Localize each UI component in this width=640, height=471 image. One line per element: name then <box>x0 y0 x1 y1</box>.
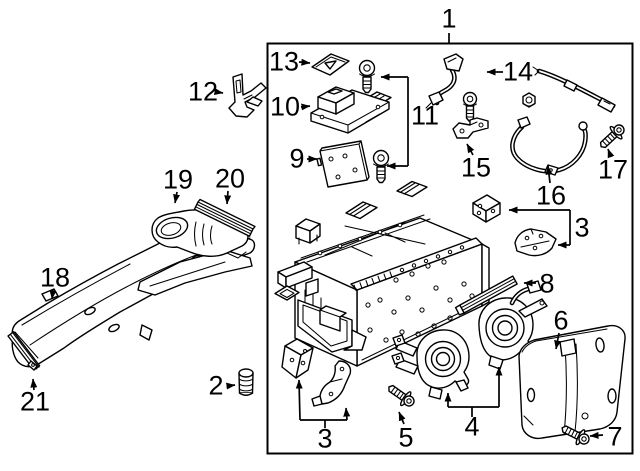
callout-7-label: 7 <box>607 421 623 452</box>
rod-cable <box>532 66 616 113</box>
part-3-bracket-bottom-right <box>311 360 352 407</box>
part-13-bracket-plate <box>311 53 350 76</box>
callout-13-label: 13 <box>268 46 300 77</box>
callout-17-label: 17 <box>597 154 629 185</box>
callout-6-label: 6 <box>553 305 569 336</box>
battery-pack-assembly <box>277 214 490 367</box>
callout-19-label: 19 <box>162 164 194 195</box>
part-12-clip <box>228 73 267 118</box>
part-7-bolt <box>561 425 590 446</box>
loose-nut <box>522 92 536 108</box>
part-16-cable <box>510 116 588 176</box>
part-11-screw-lower <box>372 149 390 184</box>
part-11-screw-upper <box>358 59 376 94</box>
callout-15-label: 15 <box>460 152 492 183</box>
callout-18-label: 18 <box>39 262 71 293</box>
callout-1-label: 1 <box>441 3 457 34</box>
callout-leader-lines <box>30 33 615 439</box>
part-5-bolt <box>388 384 415 407</box>
part-4-fan-left <box>391 329 470 400</box>
callout-20-label: 20 <box>214 163 246 194</box>
part-3-bracket-upper <box>472 194 501 223</box>
callout-4-label: 4 <box>464 411 480 442</box>
callout-10-label: 10 <box>269 91 301 122</box>
callout-14-label: 14 <box>502 56 534 87</box>
spacer-pad <box>396 180 428 198</box>
relay-module <box>295 218 321 245</box>
spacer-pad <box>345 201 378 220</box>
part-3-bracket-lower <box>514 228 557 257</box>
part-9-module <box>316 140 370 188</box>
part-21-strip <box>7 331 41 371</box>
part-6-cover <box>518 324 626 440</box>
loose-bolt <box>462 91 478 122</box>
part-2-bumper <box>238 368 254 396</box>
callout-5-label: 5 <box>398 422 414 453</box>
callout-2-label: 2 <box>208 370 224 401</box>
part-17-bolt <box>599 124 625 149</box>
part-15-bracket <box>452 117 489 139</box>
part-10-module <box>310 86 390 134</box>
callout-9-label: 9 <box>289 143 305 174</box>
callout-3-bottom-label: 3 <box>317 423 333 454</box>
assembly-boundary-box <box>266 42 634 455</box>
gasket-ring <box>274 285 300 301</box>
callout-12-label: 12 <box>187 76 219 107</box>
battery-front-holes <box>365 259 475 343</box>
part-20-strip <box>193 198 256 237</box>
callout-3-right-label: 3 <box>574 212 590 243</box>
part-14-cable <box>425 53 464 109</box>
callout-16-label: 16 <box>535 180 567 211</box>
part-4-fan-right <box>478 280 548 370</box>
callout-11-label: 11 <box>410 100 440 131</box>
part-8-strip <box>454 275 518 316</box>
callout-8-label: 8 <box>539 268 555 299</box>
callout-21-label: 21 <box>19 386 51 417</box>
part-3-bracket-bottom-left <box>281 338 314 379</box>
